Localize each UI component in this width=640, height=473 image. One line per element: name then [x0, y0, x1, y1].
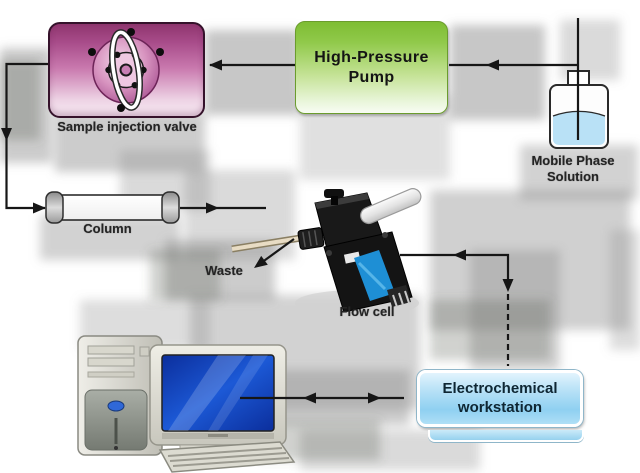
high-pressure-pump-box: High-Pressure Pump — [295, 21, 448, 114]
injection-valve-label: Sample injection valve — [57, 119, 197, 134]
arrowhead-into-cell-right — [453, 249, 466, 261]
arrowhead-into-cell — [206, 202, 219, 214]
mobile-phase-label: Mobile Phase Solution — [531, 153, 615, 185]
arrowhead-to-workstation — [368, 392, 381, 404]
computer-photo — [77, 335, 296, 473]
arrowhead-down-to-workstation — [502, 279, 514, 292]
electrochemical-workstation-box: Electrochemical workstation — [417, 370, 583, 427]
flow-cell-label: Flow cell — [339, 304, 395, 319]
arrowhead-into-valve — [209, 59, 222, 71]
cell-to-workstation-line — [400, 253, 510, 279]
valve-to-column-line — [5, 62, 48, 210]
flow-cell-photo — [231, 188, 422, 316]
arrowhead-down-left-path — [1, 128, 12, 141]
arrowhead-into-waste — [254, 255, 268, 268]
pump-label: High-Pressure Pump — [314, 48, 429, 86]
arrowhead-into-pump — [486, 59, 499, 71]
column-label: Column — [83, 221, 132, 236]
column-icon — [45, 191, 180, 224]
cell-to-waste-line — [260, 238, 295, 264]
workstation-label: Electrochemical workstation — [442, 379, 558, 416]
injection-valve-box — [48, 22, 205, 118]
workstation-box-edge — [428, 430, 584, 442]
arrowhead-into-column — [33, 202, 46, 214]
rotary-valve-icon — [88, 28, 164, 112]
waste-label: Waste — [205, 263, 243, 278]
arrowhead-to-computer — [303, 392, 316, 404]
